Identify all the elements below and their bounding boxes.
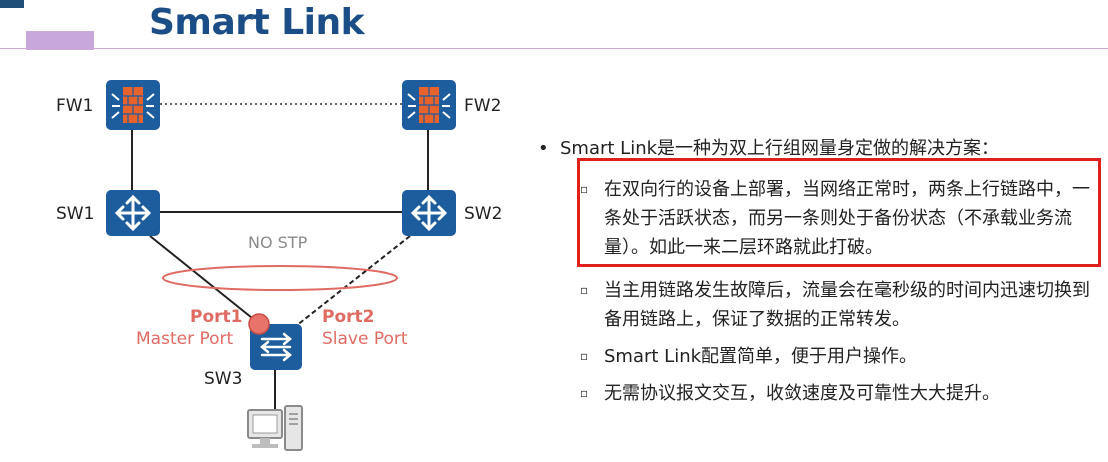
link-sw2-sw3-slave — [295, 235, 411, 327]
fw1-label: FW1 — [56, 96, 93, 116]
sub-bullet-text: 在双向行的设备上部署，当网络正常时，两条上行链路中，一条处于活跃状态，而另一条则… — [604, 179, 1090, 258]
port1-role: Master Port — [136, 329, 233, 349]
sub-bullet: ▫ 无需协议报文交互，收敛速度及可靠性大大提升。 — [536, 379, 1094, 408]
firewall-icon — [106, 80, 160, 130]
sub-bullet: ▫ 在双向行的设备上部署，当网络正常时，两条上行链路中，一条处于活跃状态，而另一… — [536, 175, 1094, 262]
sub-bullet-marker: ▫ — [580, 386, 589, 400]
page-title: Smart Link — [149, 2, 365, 43]
main-bullet: Smart Link是一种为双上行组网量身定做的解决方案： — [536, 134, 1106, 163]
port1-name: Port1 — [190, 307, 242, 327]
no-stp-label: NO STP — [248, 233, 308, 252]
sw1-label: SW1 — [56, 204, 94, 224]
fw2-label: FW2 — [464, 96, 501, 116]
no-stp-ellipse — [162, 265, 398, 291]
sub-bullet-marker: ▫ — [580, 283, 589, 297]
port1-marker — [248, 313, 270, 335]
corner-mark — [0, 0, 24, 8]
pc-icon — [247, 405, 303, 451]
link-sw1-sw3-master — [149, 235, 263, 327]
sub-bullet-text: Smart Link配置简单，便于用户操作。 — [604, 346, 918, 367]
layer3-switch-icon — [106, 190, 160, 236]
sw3-label: SW3 — [204, 369, 242, 389]
sub-bullet: ▫ 当主用链路发生故障后，流量会在毫秒级的时间内迅速切换到备用链路上，保证了数据… — [536, 276, 1094, 334]
topology-diagram: NO STP FW1 FW2 — [56, 80, 502, 451]
layer2-switch-icon — [250, 324, 302, 370]
sub-bullet-text: 当主用链路发生故障后，流量会在毫秒级的时间内迅速切换到备用链路上，保证了数据的正… — [604, 280, 1090, 330]
sub-bullet-marker: ▫ — [580, 349, 589, 363]
title-accent-bar — [26, 31, 94, 50]
firewall-icon — [402, 80, 456, 130]
port2-name: Port2 — [322, 307, 374, 327]
sub-bullet-text: 无需协议报文交互，收敛速度及可靠性大大提升。 — [604, 383, 1000, 404]
sub-bullet: ▫ Smart Link配置简单，便于用户操作。 — [536, 342, 1094, 371]
bullet-list: Smart Link是一种为双上行组网量身定做的解决方案： ▫ 在双向行的设备上… — [536, 134, 1106, 408]
sw2-label: SW2 — [464, 204, 502, 224]
port2-role: Slave Port — [322, 329, 408, 349]
header-divider — [0, 48, 1108, 49]
layer3-switch-icon — [402, 190, 456, 236]
sub-bullet-marker: ▫ — [580, 182, 589, 196]
